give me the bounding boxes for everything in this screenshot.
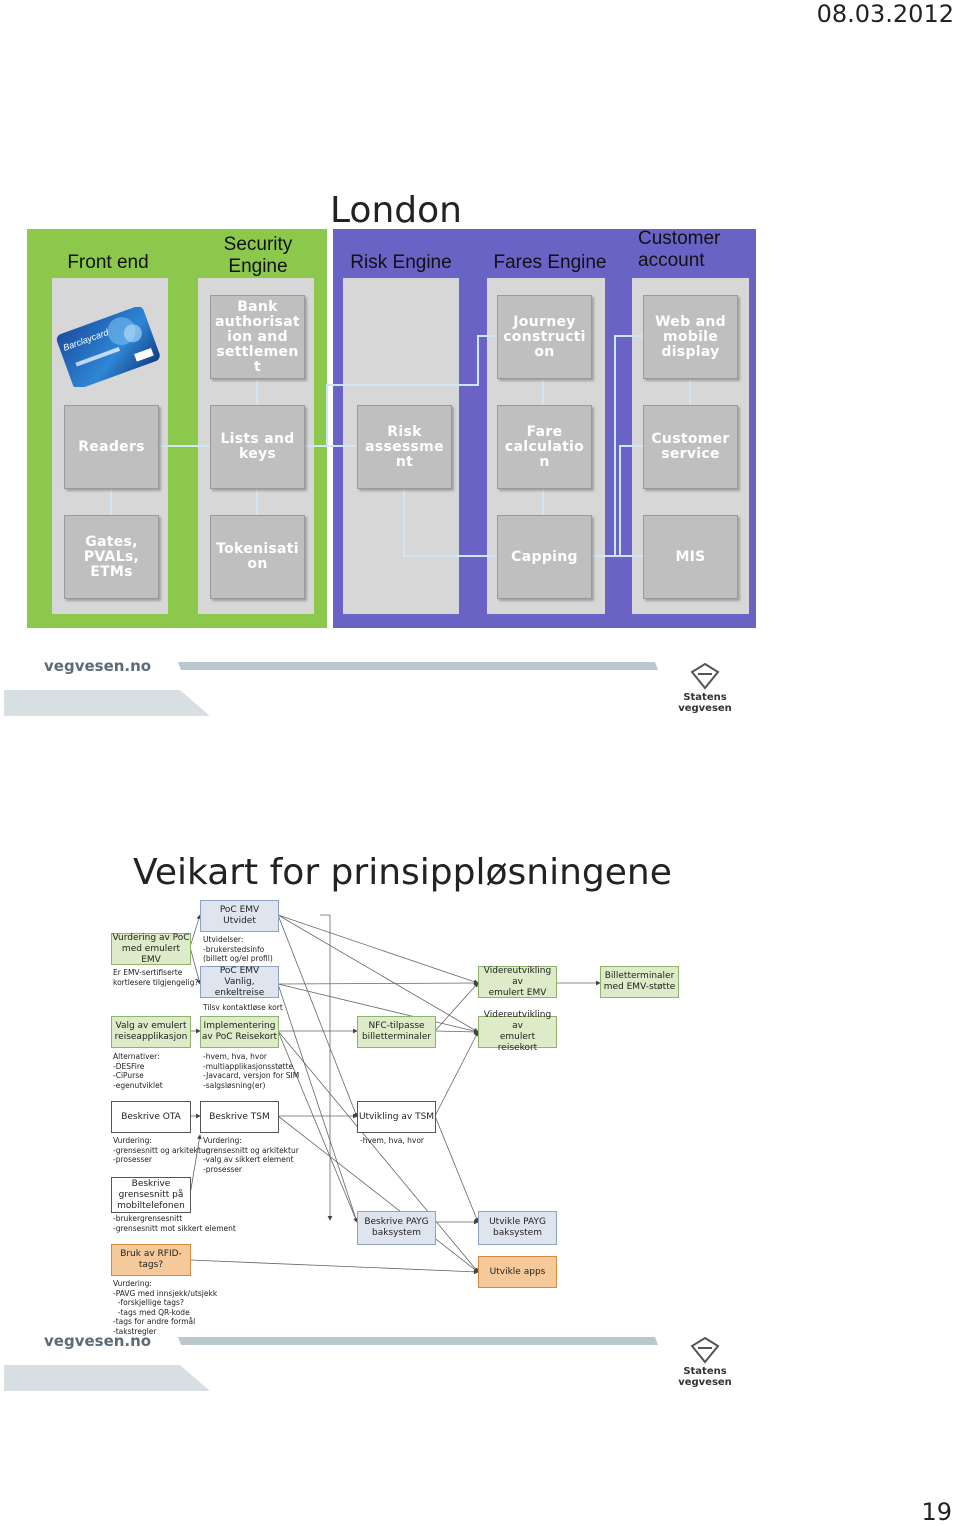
fare-calculation-box: Fare calculatio n — [497, 405, 592, 489]
header-customer-account: Customer account — [638, 228, 721, 271]
node-beskrive-ota: Beskrive OTA — [111, 1101, 191, 1133]
note-alternativer: Alternativer: -DESFire -CiPurse -egenutv… — [113, 1052, 163, 1090]
footer-brand: vegvesen.no — [44, 657, 152, 675]
footer-brand-2: vegvesen.no — [44, 1332, 152, 1350]
node-billetterminaler: Billetterminaler med EMV-støtte — [600, 966, 679, 998]
journey-construction-box: Journey constructi on — [497, 295, 592, 379]
header-front-end: Front end — [67, 252, 149, 273]
node-utvikle-apps: Utvikle apps — [478, 1256, 557, 1288]
note-vurdering-rfid: Vurdering: -PAVG med innsjekk/utsjekk -f… — [113, 1279, 218, 1336]
customer-service-box: Customer service — [643, 405, 738, 489]
note-vurdering-tsm: Vurdering: -grensesnitt og arkitektur -v… — [203, 1136, 299, 1174]
node-poc-emv-vanlig: PoC EMV Vanlig, enkeltreise — [200, 966, 279, 998]
footer-logo-text: Statens vegvesen — [678, 692, 732, 714]
statens-vegvesen-logo-icon — [688, 662, 722, 695]
note-hvem-implementering: -hvem, hva, hvor -multiapplikasjonsstøtt… — [203, 1052, 300, 1090]
node-valg-emulert: Valg av emulert reiseapplikasjon — [111, 1016, 191, 1048]
header-security-engine: Security Engine — [223, 234, 293, 277]
readers-box: Readers — [64, 405, 159, 489]
bank-authorisation-box: Bank authorisat ion and settlemen t — [210, 295, 305, 379]
web-mobile-display-box: Web and mobile display — [643, 295, 738, 379]
note-tilsv: Tilsv kontaktløse kort — [203, 1003, 283, 1012]
header-fares-engine: Fares Engine — [493, 252, 607, 273]
risk-assessment-box: Risk assessme nt — [357, 405, 452, 489]
node-nfc: NFC-tilpasse billetterminaler — [357, 1016, 436, 1048]
note-emv-sertifiserte: Er EMV-sertifiserte kortlesere tilgjenge… — [113, 968, 199, 987]
slide1-connectors — [110, 335, 691, 557]
node-utvikle-payg: Utvikle PAYG baksystem — [478, 1211, 557, 1245]
footer-stripe-2 — [4, 1337, 658, 1391]
node-beskrive-grensesnitt: Beskrive grensesnitt på mobiltelefonen — [111, 1177, 191, 1213]
date-label: 08.03.2012 — [816, 0, 954, 28]
mis-box: MIS — [643, 515, 738, 599]
note-hvem-tsm: -hvem, hva, hvor — [360, 1136, 425, 1145]
capping-box: Capping — [497, 515, 592, 599]
node-beskrive-payg: Beskrive PAYG baksystem — [357, 1211, 436, 1245]
note-vurdering-ota: Vurdering: -grensesnitt og arkitektur -p… — [113, 1136, 209, 1164]
gates-box: Gates, PVALs, ETMs — [64, 515, 159, 599]
node-implementering: Implementering av PoC Reisekort — [200, 1016, 279, 1048]
node-rfid: Bruk av RFID-tags? — [111, 1244, 191, 1276]
note-grensesnitt: -brukergrensesnitt -grensesnitt mot sikk… — [113, 1214, 236, 1233]
page-number: 19 — [921, 1498, 952, 1526]
node-videreutvikling-emv: Videreutvikling av emulert EMV — [478, 966, 557, 998]
statens-vegvesen-logo-icon-2 — [688, 1336, 722, 1369]
node-utvikling-tsm: Utvikling av TSM — [357, 1101, 436, 1133]
payment-card-image: Barclaycard — [54, 306, 160, 389]
note-utvidelser: Utvidelser: -brukerstedsinfo (billett og… — [203, 935, 273, 963]
node-beskrive-tsm: Beskrive TSM — [200, 1101, 279, 1133]
slide1-title: London — [330, 190, 462, 231]
tokenisation-box: Tokenisati on — [210, 515, 305, 599]
footer-stripe — [4, 662, 658, 716]
node-poc-emv-utvidet: PoC EMV Utvidet — [200, 900, 279, 932]
lists-keys-box: Lists and keys — [210, 405, 305, 489]
slide2-title: Veikart for prinsippløsningene — [133, 852, 672, 893]
footer-logo-text-2: Statens vegvesen — [678, 1366, 732, 1388]
roadmap-connectors — [189, 914, 601, 1275]
node-vurdering-poc: Vurdering av PoC med emulert EMV — [111, 932, 191, 965]
node-videreutvikling-reisekort: Videreutvikling av emulert reisekort — [478, 1010, 557, 1053]
header-risk-engine: Risk Engine — [350, 252, 452, 273]
